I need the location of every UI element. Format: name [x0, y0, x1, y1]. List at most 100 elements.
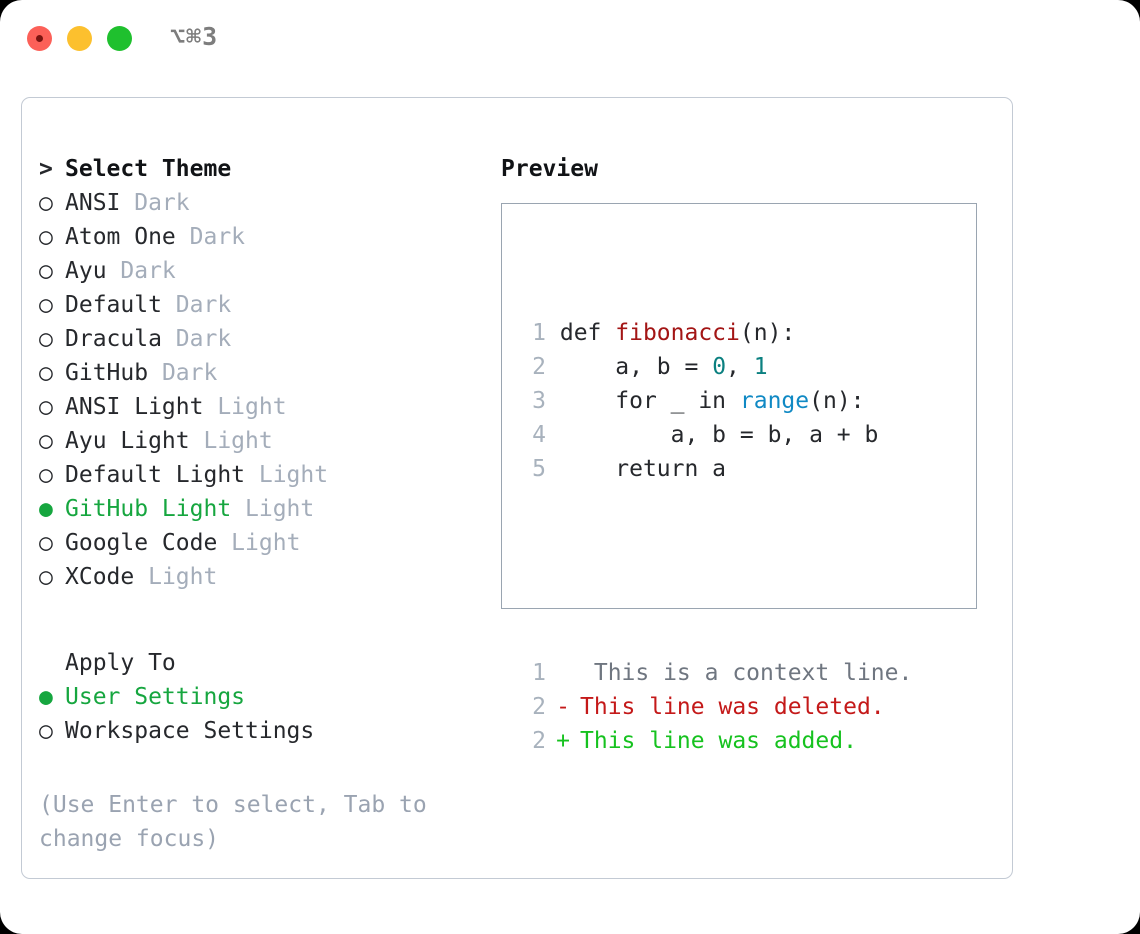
radio-unselected-icon: ○ — [39, 190, 53, 216]
code-line: 2 a, b = 0, 1 — [522, 350, 912, 384]
maximize-button[interactable] — [107, 26, 132, 51]
theme-variant-tag: Dark — [161, 292, 232, 318]
theme-name: Default Light — [65, 462, 246, 488]
theme-variant-tag: Dark — [106, 258, 176, 284]
theme-variant-tag: Light — [217, 530, 301, 556]
theme-name: Dracula — [65, 326, 162, 352]
code-token-plain: (n): — [809, 388, 865, 414]
code-line: 5 return a — [522, 452, 912, 486]
theme-list-item[interactable]: ○ Default Dark — [39, 288, 489, 322]
radio-unselected-icon: ○ — [39, 394, 53, 420]
theme-list-item[interactable]: ○ Ayu Dark — [39, 254, 489, 288]
preview-title: Preview — [501, 156, 598, 182]
diff-text: This line was deleted. — [580, 694, 885, 720]
theme-list: ○ ANSI Dark ○ Atom One Dark ○ Ayu Dark ○ Defaul… — [39, 186, 489, 594]
radio-selected-icon: ● — [39, 496, 53, 522]
theme-name: ANSI — [65, 190, 121, 216]
radio-unselected-icon: ○ — [39, 292, 53, 318]
theme-list-item[interactable]: ○Dracula Dark — [39, 322, 489, 356]
code-token-plain: a, b = — [559, 354, 713, 380]
apply-to-label: Workspace Settings — [65, 718, 315, 744]
radio-unselected-icon: ○ — [39, 564, 53, 590]
theme-name: Ayu Light — [65, 428, 190, 454]
theme-list-item[interactable]: ○GitHub Dark — [39, 356, 489, 390]
theme-list-item[interactable]: ○ Atom One Dark — [39, 220, 489, 254]
theme-list-item[interactable]: ○ Ayu Light Light — [39, 424, 489, 458]
keyboard-shortcut-label: ⌥⌘3 — [170, 22, 219, 51]
theme-variant-tag: Dark — [175, 224, 246, 250]
line-number: 5 — [532, 456, 546, 482]
theme-variant-tag: Light — [245, 462, 329, 488]
prompt-caret-icon: > — [39, 156, 67, 182]
code-token-fn: fibonacci — [615, 320, 740, 346]
apply-to-title: Apply To — [65, 650, 176, 676]
apply-to-item[interactable]: ○ Workspace Settings — [39, 714, 489, 748]
theme-variant-tag: Dark — [120, 190, 190, 216]
radio-unselected-icon: ○ — [39, 360, 53, 386]
preview-column: Preview — [501, 152, 598, 186]
theme-variant-tag: Light — [231, 496, 315, 522]
radio-unselected-icon: ○ — [39, 530, 53, 556]
theme-variant-tag: Light — [203, 394, 287, 420]
radio-selected-icon: ● — [39, 684, 53, 710]
line-number: 2 — [532, 354, 546, 380]
radio-unselected-icon: ○ — [39, 258, 53, 284]
diff-line: 2-This line was deleted. — [522, 690, 912, 724]
theme-name: Google Code — [65, 530, 218, 556]
apply-to-list: ● User Settings ○ Workspace Settings — [39, 680, 489, 748]
theme-variant-tag: Dark — [161, 326, 232, 352]
theme-list-item[interactable]: ● GitHub Light Light — [39, 492, 489, 526]
diff-sample: 1 This is a context line.2-This line was… — [522, 656, 912, 758]
section-spacer — [39, 594, 489, 646]
theme-variant-tag: Dark — [148, 360, 218, 386]
diff-text: This is a context line. — [580, 660, 913, 686]
close-button[interactable] — [27, 26, 52, 51]
diff-marker: + — [556, 728, 570, 754]
theme-list-item[interactable]: ○ Default Light Light — [39, 458, 489, 492]
theme-name: GitHub Light — [65, 496, 232, 522]
radio-unselected-icon: ○ — [39, 462, 53, 488]
theme-list-item[interactable]: ○ Google Code Light — [39, 526, 489, 560]
code-token-plain: (n): — [739, 320, 796, 346]
minimize-button[interactable] — [67, 26, 92, 51]
code-token-plain: return a — [559, 456, 727, 482]
apply-to-label: User Settings — [65, 684, 246, 710]
line-number: 1 — [532, 660, 546, 686]
diff-marker: - — [556, 694, 570, 720]
theme-name: Ayu — [65, 258, 107, 284]
code-line: 1 def fibonacci(n): — [522, 316, 912, 350]
theme-name: Atom One — [65, 224, 176, 250]
theme-variant-tag: Light — [189, 428, 273, 454]
apply-to-item[interactable]: ● User Settings — [39, 680, 489, 714]
theme-name: XCode — [65, 564, 135, 590]
theme-name: Default — [65, 292, 162, 318]
theme-list-item[interactable]: ○ XCode Light — [39, 560, 489, 594]
code-token-plain: for _ in — [559, 388, 740, 414]
theme-variant-tag: Light — [134, 564, 218, 590]
code-line: 3 for _ in range(n): — [522, 384, 912, 418]
code-token-num: 1 — [753, 354, 768, 380]
code-diff-spacer — [522, 554, 912, 588]
select-theme-header-label: Select Theme — [65, 156, 232, 182]
line-number: 1 — [532, 320, 546, 346]
line-number: 3 — [532, 388, 546, 414]
code-token-plain: , — [726, 354, 754, 380]
hint-spacer — [39, 748, 489, 788]
diff-line: 1 This is a context line. — [522, 656, 912, 690]
line-number: 2 — [532, 694, 546, 720]
theme-list-item[interactable]: ○ ANSI Light Light — [39, 390, 489, 424]
theme-list-item[interactable]: ○ ANSI Dark — [39, 186, 489, 220]
radio-unselected-icon: ○ — [39, 428, 53, 454]
radio-unselected-icon: ○ — [39, 718, 53, 744]
radio-unselected-icon: ○ — [39, 224, 53, 250]
code-token-num: 0 — [712, 354, 727, 380]
theme-name: ANSI Light — [65, 394, 204, 420]
diff-marker — [546, 656, 580, 690]
select-theme-header: > Select Theme — [39, 152, 489, 186]
code-line: 4 a, b = b, a + b — [522, 418, 912, 452]
line-number: 4 — [532, 422, 546, 448]
